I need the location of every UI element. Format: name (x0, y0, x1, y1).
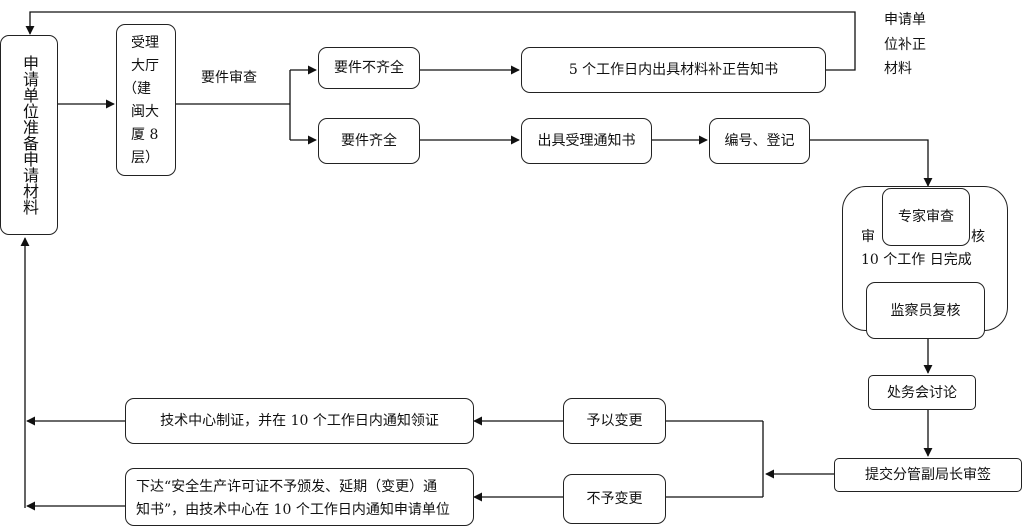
node-certificate-label: 技术中心制证，并在 10 个工作日内通知领证 (160, 413, 439, 429)
node-certificate: 技术中心制证，并在 10 个工作日内通知领证 (125, 398, 474, 444)
hall-line-2: 大厅 (131, 58, 159, 74)
node-expert-review: 专家审查 (882, 188, 970, 246)
node-director-sign: 提交分管副局长审签 (834, 458, 1022, 492)
node-incomplete-label: 要件不齐全 (334, 60, 404, 76)
label-check: 要件审查 (201, 70, 257, 86)
node-acceptance-hall: 受理 大厅 （建 闽大 厦 8 层） (116, 24, 176, 176)
node-complete: 要件齐全 (318, 118, 420, 164)
label-review-right: 核 (971, 229, 985, 245)
node-reject-change: 不予变更 (563, 474, 666, 524)
node-approve-change: 予以变更 (563, 398, 666, 444)
node-numbering-label: 编号、登记 (724, 133, 795, 149)
node-applicant-label: 申请单位准备申请材料 (20, 55, 39, 215)
node-acceptance-notice: 出具受理通知书 (521, 118, 652, 164)
node-complete-label: 要件齐全 (341, 133, 397, 149)
label-review-left: 审 (861, 229, 875, 245)
label-resubmit-3: 材料 (884, 61, 912, 77)
node-supplement-notice: 5 个工作日内出具材料补正告知书 (521, 47, 826, 93)
label-resubmit-1: 申请单 (884, 12, 926, 28)
node-reject-change-label: 不予变更 (586, 491, 643, 507)
node-reject-notice: 下达“安全生产许可证不予颁发、延期（变更）通 知书”，由技术中心在 10 个工作… (125, 468, 474, 526)
reject-notice-line-2: 知书”，由技术中心在 10 个工作日内通知申请单位 (136, 502, 450, 518)
hall-line-4: 闽大 (131, 104, 159, 120)
label-review-days: 10 个工作 日完成 (861, 252, 972, 268)
node-acceptance-notice-label: 出具受理通知书 (537, 133, 636, 149)
node-office-meeting-label: 处务会讨论 (887, 384, 957, 401)
arrow-numbering-to-expert (810, 139, 933, 187)
node-office-meeting: 处务会讨论 (868, 375, 976, 410)
node-expert-review-label: 专家审查 (898, 209, 954, 225)
node-supervisor-review: 监察员复核 (866, 282, 985, 339)
node-applicant: 申请单位准备申请材料 (0, 35, 58, 235)
node-incomplete: 要件不齐全 (318, 47, 420, 89)
hall-line-3: （建 (123, 81, 151, 97)
label-resubmit-2: 位补正 (884, 37, 926, 53)
node-director-sign-label: 提交分管副局长审签 (865, 467, 991, 483)
node-supplement-notice-label: 5 个工作日内出具材料补正告知书 (568, 62, 779, 78)
hall-line-1: 受理 (131, 35, 159, 51)
reject-notice-line-1: 下达“安全生产许可证不予颁发、延期（变更）通 (136, 479, 438, 495)
hall-line-5: 厦 8 (131, 127, 159, 143)
node-approve-change-label: 予以变更 (586, 413, 643, 429)
hall-line-6: 层） (131, 150, 159, 166)
node-numbering: 编号、登记 (709, 118, 810, 164)
line-resubmit-loop (25, 11, 856, 71)
node-supervisor-review-label: 监察员复核 (890, 302, 961, 319)
